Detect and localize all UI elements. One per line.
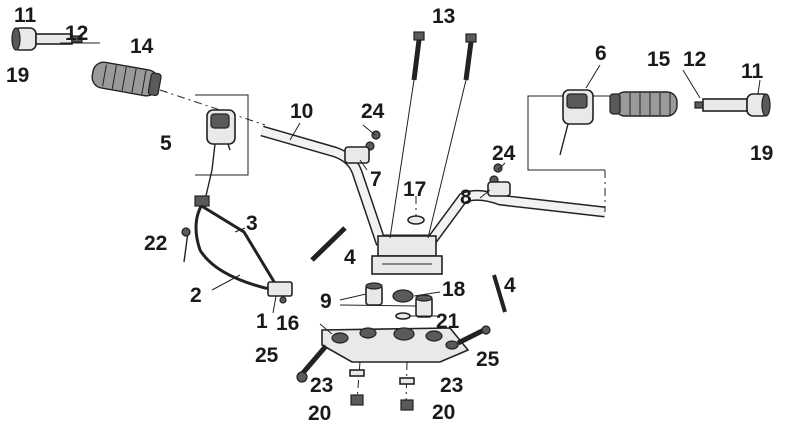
callout-19-right: 19 [750, 142, 773, 165]
callout-6: 6 [595, 42, 607, 65]
callout-25-left: 25 [255, 344, 279, 367]
lower-hardware-right [399, 361, 415, 411]
clamp-bolts [389, 31, 477, 239]
callout-1: 1 [256, 310, 268, 333]
callout-3: 3 [246, 212, 258, 235]
callout-15: 15 [647, 48, 671, 71]
callout-14: 14 [130, 35, 154, 58]
callout-labels: 11 12 19 14 5 10 13 24 7 6 15 12 11 19 2… [6, 4, 773, 425]
callout-23-left: 23 [310, 374, 333, 397]
callout-18: 18 [442, 278, 466, 301]
callout-22: 22 [144, 232, 167, 255]
callout-20-left: 20 [308, 402, 331, 425]
callout-17: 17 [403, 178, 426, 201]
callout-4-right: 4 [504, 274, 516, 297]
left-bar-end-assembly [11, 27, 83, 51]
callout-24-right: 24 [492, 142, 516, 165]
callout-23-right: 23 [440, 374, 463, 397]
bolt-left-25 [296, 344, 328, 383]
cable-assembly [181, 195, 293, 304]
callout-7: 7 [370, 168, 382, 191]
handlebar-tube [260, 125, 606, 275]
callout-11-right: 11 [741, 60, 764, 83]
callout-13: 13 [432, 5, 455, 28]
left-switch-housing [195, 94, 249, 201]
right-bar-end-assembly [694, 93, 771, 117]
callout-9: 9 [320, 290, 332, 313]
left-grip [91, 61, 162, 97]
callout-4-left: 4 [344, 246, 356, 269]
lower-clamp-bracket [321, 327, 470, 363]
leader-lines [60, 42, 761, 335]
callout-8: 8 [460, 186, 472, 209]
right-switch-housing [527, 89, 610, 212]
callout-19-left: 19 [6, 64, 29, 87]
washer-17 [407, 196, 425, 225]
callout-10: 10 [290, 100, 313, 123]
callout-20-right: 20 [432, 401, 455, 424]
bolt-right-25 [456, 325, 491, 346]
callout-12-left: 12 [65, 22, 88, 45]
left-bracket-and-screws [344, 130, 381, 164]
callout-24-left: 24 [361, 100, 385, 123]
left-pin [310, 226, 347, 262]
callout-21: 21 [436, 310, 460, 333]
callout-25-right: 25 [476, 348, 500, 371]
callout-2: 2 [190, 284, 202, 307]
callout-11-left: 11 [14, 4, 37, 27]
right-pin [492, 274, 507, 313]
right-grip [609, 91, 678, 117]
callout-12-right: 12 [683, 48, 706, 71]
callout-16: 16 [276, 312, 299, 335]
lower-hardware-left [349, 361, 365, 406]
callout-5: 5 [160, 132, 172, 155]
right-bracket-and-screws [487, 163, 511, 197]
bushings-and-nut [365, 282, 433, 320]
